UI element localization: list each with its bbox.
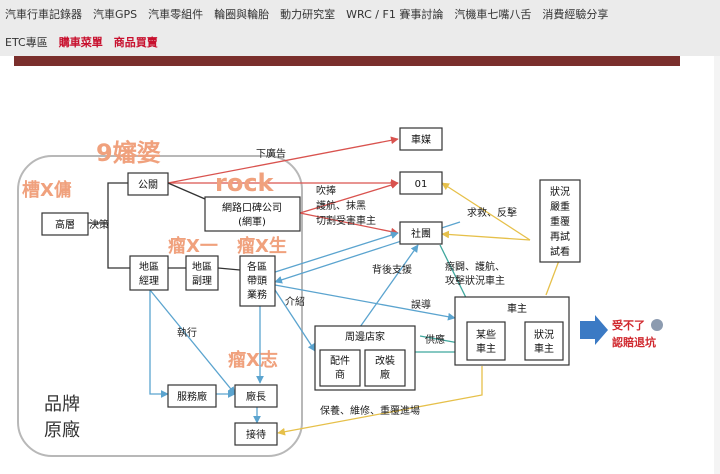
overlay-liusheng: 瘤X生 [237,235,287,257]
brand-label-1: 品牌 [44,394,80,415]
nav-link-power-lab[interactable]: 動力研究室 [280,8,336,21]
page-scrollbar[interactable] [714,56,720,474]
node-mouxie-1: 某些 [476,328,496,341]
node-wanglu-1: 網路口碑公司 [222,201,282,214]
node-zhuangkuang-3: 重覆 [550,215,570,228]
label-laokuan-1: 瘵闢、護航、 [445,260,505,273]
overlay-9shenpo: 9嬸婆 [96,139,161,167]
node-peijian-1: 配件 [330,355,350,367]
node-zhuangkuang-cz-1: 狀況 [534,328,554,341]
label-jueche: 決策 [89,218,109,231]
node-chemei: 車媒 [411,133,431,146]
nav-row-primary: 汽車行車記錄器 汽車GPS 汽車零組件 輪圈與輪胎 動力研究室 WRC / F1… [0,4,614,26]
label-wudao: 誤導 [411,298,431,311]
top-navigation: 汽車行車記錄器 汽車GPS 汽車零組件 輪圈與輪胎 動力研究室 WRC / F1… [0,0,720,56]
label-qiege: 切割受害車主 [316,214,376,227]
node-gequ-1: 各區 [247,260,267,273]
node-zhuangkuang-1: 狀況 [550,185,570,198]
nav-link-car-parts[interactable]: 汽車零組件 [148,8,204,21]
node-gaizhuang-2: 廠 [380,368,390,381]
node-gaoceng: 高層 [55,218,75,231]
brand-label-2: 原廠 [44,419,80,441]
overlay-liuzhi: 瘤X志 [228,349,278,371]
node-zhuangkuang-cz-2: 車主 [534,342,554,355]
organization-diagram: 高層 公關 網路口碑公司 (網軍) 地區 經理 地區 副理 各區 帶頭 業務 服… [17,127,663,457]
nav-link-consumer-experience[interactable]: 消費經驗分享 [542,8,609,21]
nav-link-etc[interactable]: ETC專區 [5,36,48,49]
node-shetuan: 社團 [411,227,431,240]
node-gaizhuang-1: 改裝 [375,354,395,367]
label-jieshao: 介紹 [285,295,305,308]
node-wanglu-2: (網軍) [238,215,266,228]
label-zhixing: 執行 [177,326,197,339]
label-baoyang: 保養、維修、重覆進場 [320,404,420,417]
badge-shoubuliao: 受不了 [612,318,645,332]
node-gongguan: 公關 [138,179,158,191]
diagram-connectors [88,136,565,436]
nav-link-wrc-f1[interactable]: WRC / F1 賽事討論 [346,8,444,21]
label-qiujiu: 求救、反擊 [467,206,517,219]
node-peijian-2: 商 [335,368,345,381]
node-jiedai: 接待 [246,428,266,441]
node-zhoubian: 周邊店家 [345,330,385,343]
nav-link-buying-menu[interactable]: 購車菜單 [58,36,103,49]
nav-link-dashcam[interactable]: 汽車行車記錄器 [5,8,82,21]
brand-region-outline [17,155,303,457]
label-huhang: 護航、抹黑 [316,199,366,212]
label-gongying: 供應 [425,333,445,346]
nav-row-secondary: ETC專區 購車菜單 商品買賣 [0,32,164,54]
node-gequ-3: 業務 [247,288,267,301]
node-diqu-jingli-2: 經理 [139,274,159,287]
node-zhuangkuang-4: 再試 [550,230,570,243]
overlay-liuyi: 瘤X一 [168,235,218,257]
node-01: 01 [415,179,428,190]
right-arrow-icon [580,315,608,345]
label-beihou: 背後支援 [372,263,412,276]
node-changzhang: 廠長 [246,390,266,403]
overlay-caoyong: 槽X傭 [22,179,72,201]
nav-link-chitchat[interactable]: 汽機車七嘴八舌 [454,8,532,21]
nav-link-car-gps[interactable]: 汽車GPS [93,8,138,21]
diagram-boxes [41,127,581,446]
node-diqu-jingli-1: 地區 [139,260,159,273]
node-mouxie-2: 車主 [476,342,496,355]
overlay-rock: rock [215,169,275,197]
node-gequ-2: 帶頭 [247,275,267,287]
node-fuwuchang: 服務廠 [177,390,207,403]
nav-link-marketplace[interactable]: 商品買賣 [113,36,158,49]
node-zhuangkuang-5: 試看 [550,245,570,258]
badge-renpei: 認賠退坑 [612,335,656,349]
label-laokuan-2: 攻擊狀況車主 [445,274,505,287]
article-image-banner [14,56,680,66]
node-zhuangkuang-2: 嚴重 [550,200,570,213]
nav-link-wheels-tires[interactable]: 輪圈與輪胎 [214,8,270,21]
node-diqu-fuli-2: 副理 [192,275,212,287]
node-chezhu: 車主 [507,302,527,315]
label-chuipeng: 吹捧 [316,184,336,197]
handwritten-overlay: 9嬸婆 槽X傭 rock 瘤X一 瘤X生 瘤X志 [22,139,287,371]
face-icon [651,319,663,331]
node-diqu-fuli-1: 地區 [192,260,212,273]
label-xia-guanggao: 下廣告 [256,147,286,160]
